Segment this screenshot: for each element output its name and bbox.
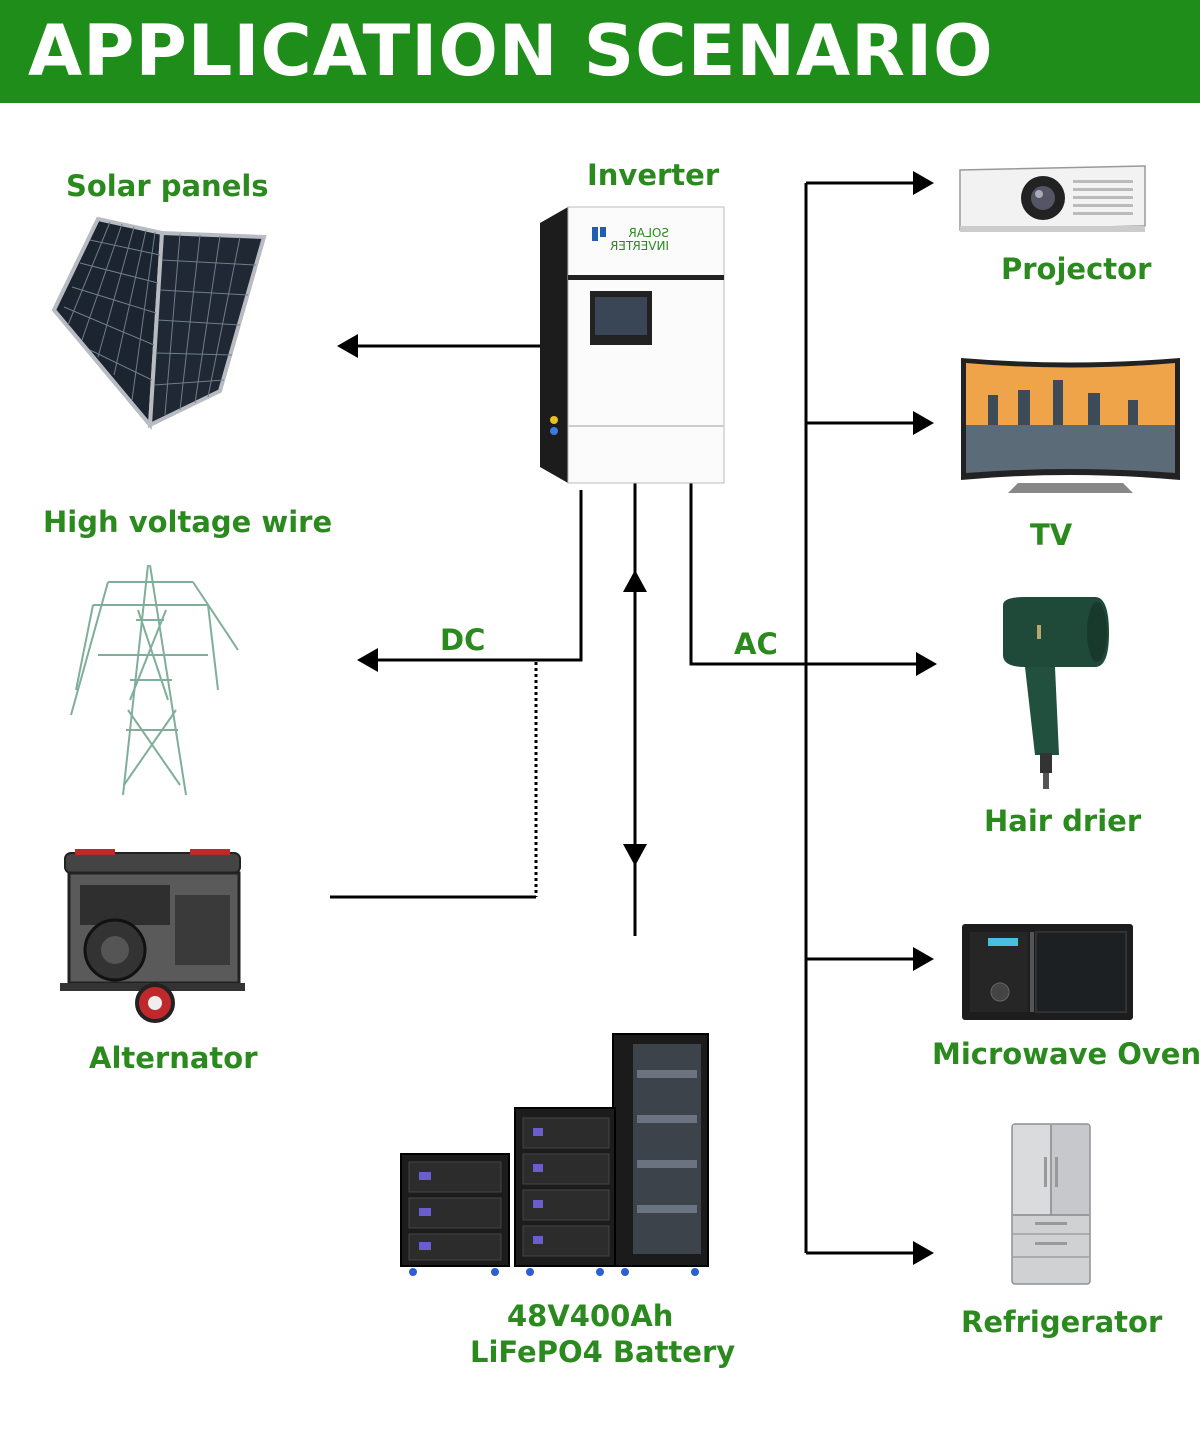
arrowhead-tv (913, 411, 934, 435)
refrigerator-icon (1010, 1122, 1092, 1291)
arrowhead-up (623, 570, 647, 592)
projector-label: Projector (1001, 252, 1152, 286)
tv-icon (958, 355, 1183, 499)
arrowhead-down (623, 844, 647, 866)
battery-icon (395, 1030, 755, 1284)
solar-panels-label: Solar panels (66, 169, 269, 203)
arrowhead-projector (913, 171, 934, 195)
power-tower-icon (68, 560, 243, 804)
hair-drier-label: Hair drier (984, 804, 1142, 838)
arrowhead-microwave (913, 947, 934, 971)
microwave-icon (960, 922, 1135, 1028)
arrowhead-solar (337, 334, 358, 358)
solar-panel-icon (50, 215, 270, 434)
arrowhead-dc (357, 648, 378, 672)
header-banner: APPLICATION SCENARIO (0, 0, 1200, 103)
ac-label: AC (734, 627, 778, 661)
battery-label-line1: 48V400Ah (507, 1299, 674, 1333)
inverter-label: Inverter (587, 158, 720, 192)
microwave-oven-label: Microwave Oven (932, 1037, 1200, 1071)
alternator-label: Alternator (89, 1041, 258, 1075)
inverter-icon (540, 205, 725, 489)
ac-line (689, 476, 920, 666)
refrigerator-label: Refrigerator (961, 1305, 1163, 1339)
battery-label-line2: LiFePO4 Battery (470, 1335, 736, 1369)
page-title: APPLICATION SCENARIO (28, 10, 994, 92)
tv-label: TV (1030, 518, 1073, 552)
arrowhead-refrigerator (913, 1241, 934, 1265)
hair-drier-icon (995, 595, 1115, 794)
dc-line (372, 490, 583, 662)
high-voltage-wire-label: High voltage wire (43, 505, 333, 539)
dc-label: DC (440, 623, 486, 657)
generator-icon (55, 845, 250, 1029)
arrowhead-hairdrier (916, 652, 937, 676)
inverter-brand: SOLAR INVERTER (610, 226, 670, 253)
projector-icon (955, 160, 1150, 244)
